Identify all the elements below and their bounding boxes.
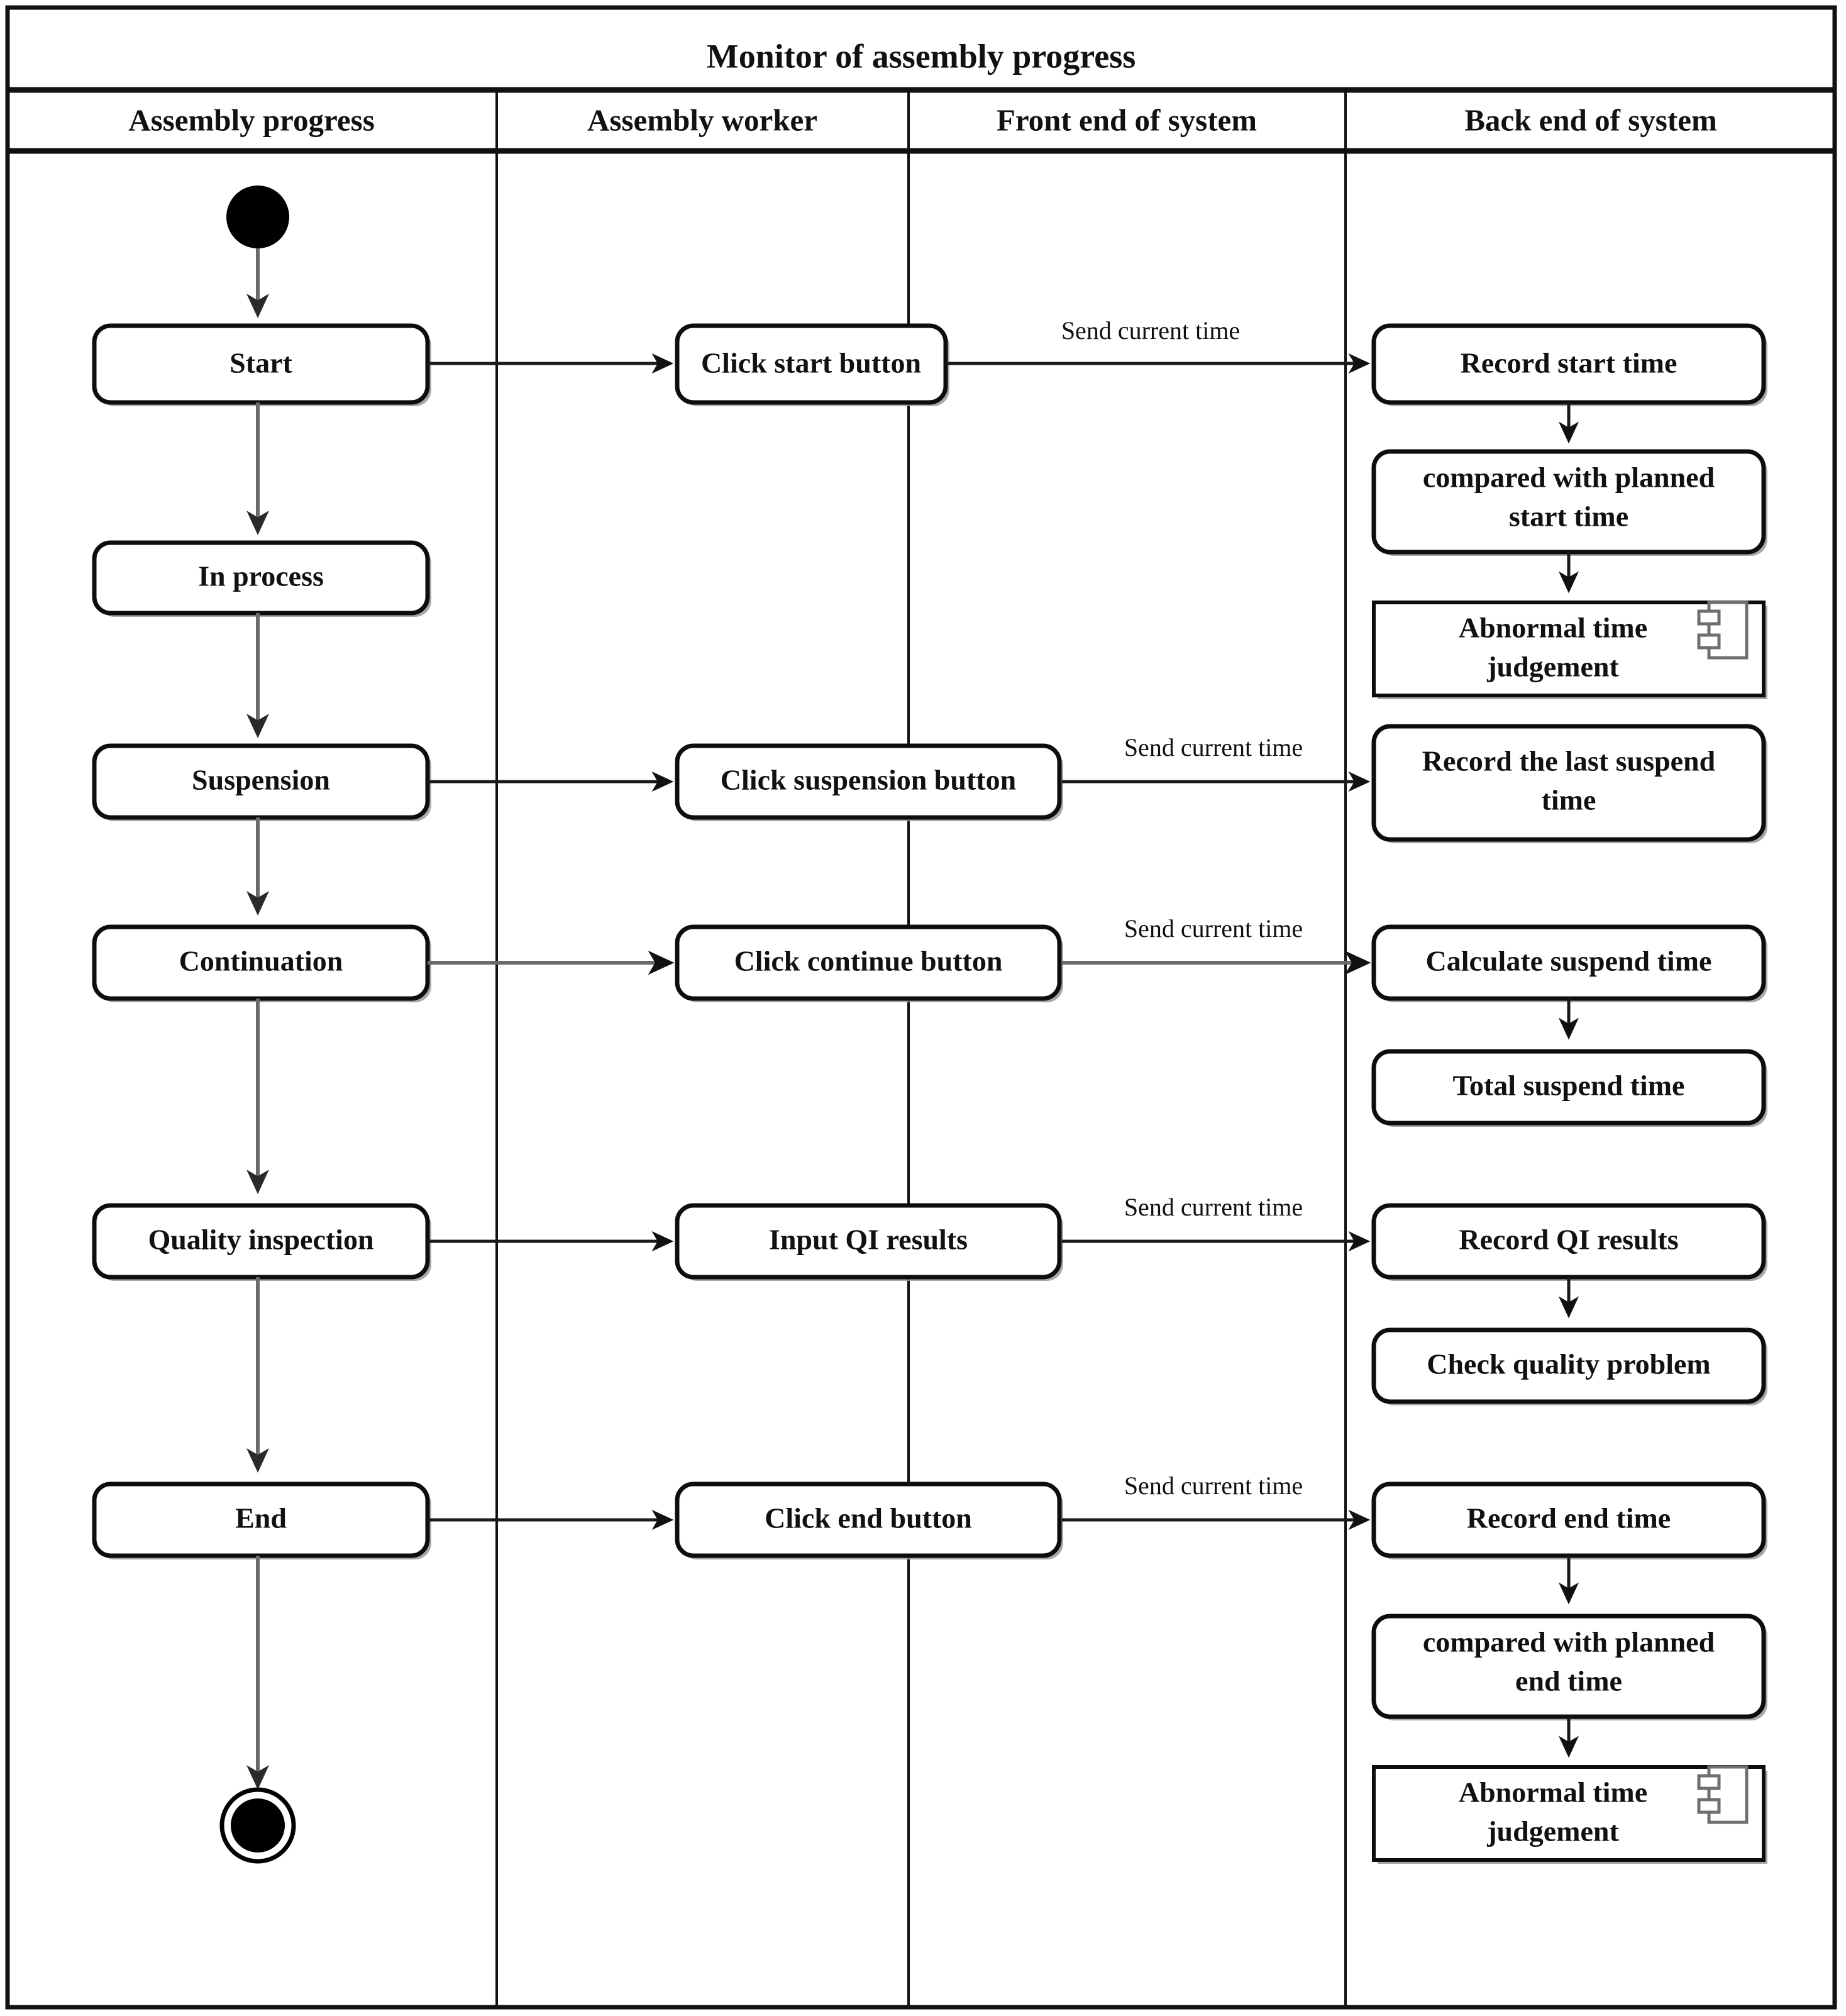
node-record-end-time: Record end time [1371,1482,1767,1559]
node-click-start-button-label: Click start button [701,347,921,379]
node-compared-with-planned-start-time-line1: compared with planned [1423,462,1715,494]
node-end: End [92,1482,431,1559]
node-compared-with-planned-start-time-line2: start time [1509,501,1628,533]
node-click-continue-button: Click continue button [675,924,1063,1002]
node-compared-with-planned-start-time: compared with planned start time [1371,449,1767,556]
edge-label-send-current-time-4: Send current time [1124,1193,1303,1221]
diagram-title: Monitor of assembly progress [707,37,1136,75]
node-click-suspension-button-label: Click suspension button [721,764,1016,796]
node-record-last-suspend-time-line1: Record the last suspend [1422,745,1716,777]
node-click-end-button-label: Click end button [765,1502,972,1534]
node-compared-with-planned-end-time: compared with planned end time [1371,1614,1767,1720]
node-quality-inspection-label: Quality inspection [148,1224,373,1256]
node-record-qi-results: Record QI results [1371,1203,1767,1281]
node-start-label: Start [229,347,292,379]
node-abnormal-time-judgement-start-line2: judgement [1486,651,1619,683]
node-calculate-suspend-time-label: Calculate suspend time [1426,945,1712,977]
edge-label-send-current-time-1: Send current time [1061,316,1240,345]
node-record-last-suspend-time-line2: time [1542,784,1596,816]
node-total-suspend-time: Total suspend time [1371,1049,1767,1127]
edge-label-send-current-time-2: Send current time [1124,733,1303,762]
node-end-label: End [235,1502,287,1534]
node-calculate-suspend-time: Calculate suspend time [1371,924,1767,1002]
lane-header-back-end: Back end of system [1464,102,1717,137]
node-compared-with-planned-end-time-line1: compared with planned [1423,1626,1715,1658]
node-input-qi-results-label: Input QI results [769,1224,968,1256]
lane-header-assembly-worker: Assembly worker [587,102,817,137]
node-check-quality-problem-label: Check quality problem [1427,1348,1711,1380]
node-abnormal-time-judgement-start-line1: Abnormal time [1459,612,1647,644]
node-continuation: Continuation [92,924,431,1002]
diagram-outer-frame [5,5,1837,2010]
edge-label-send-current-time-5: Send current time [1124,1471,1303,1500]
edge-label-send-current-time-3: Send current time [1124,914,1303,943]
final-node [219,1787,296,1864]
node-start: Start [92,323,431,406]
lane-header-front-end: Front end of system [997,102,1257,137]
uml-component-icon [1697,1765,1749,1824]
initial-node [226,186,289,248]
node-total-suspend-time-label: Total suspend time [1453,1070,1685,1102]
node-record-last-suspend-time: Record the last suspend time [1371,724,1767,843]
node-input-qi-results: Input QI results [675,1203,1063,1281]
node-abnormal-time-judgement-start: Abnormal time judgement [1372,601,1767,699]
node-suspension: Suspension [92,743,431,821]
node-click-start-button: Click start button [675,323,949,406]
node-abnormal-time-judgement-end: Abnormal time judgement [1372,1765,1767,1864]
node-record-qi-results-label: Record QI results [1459,1224,1678,1256]
node-abnormal-time-judgement-end-line2: judgement [1486,1815,1619,1847]
lane-header-assembly-progress: Assembly progress [128,102,375,137]
node-click-suspension-button: Click suspension button [675,743,1063,821]
node-compared-with-planned-end-time-line2: end time [1515,1665,1622,1697]
node-click-continue-button-label: Click continue button [734,945,1003,977]
node-suspension-label: Suspension [192,764,330,796]
node-abnormal-time-judgement-end-line1: Abnormal time [1459,1776,1647,1808]
node-check-quality-problem: Check quality problem [1371,1327,1767,1405]
node-click-end-button: Click end button [675,1482,1063,1559]
node-record-start-time: Record start time [1371,323,1767,406]
node-continuation-label: Continuation [179,945,343,977]
uml-component-icon [1697,601,1749,660]
node-in-process: In process [92,540,431,617]
node-record-start-time-label: Record start time [1461,347,1677,379]
node-in-process-label: In process [198,560,324,592]
node-quality-inspection: Quality inspection [92,1203,431,1281]
node-record-end-time-label: Record end time [1467,1502,1671,1534]
